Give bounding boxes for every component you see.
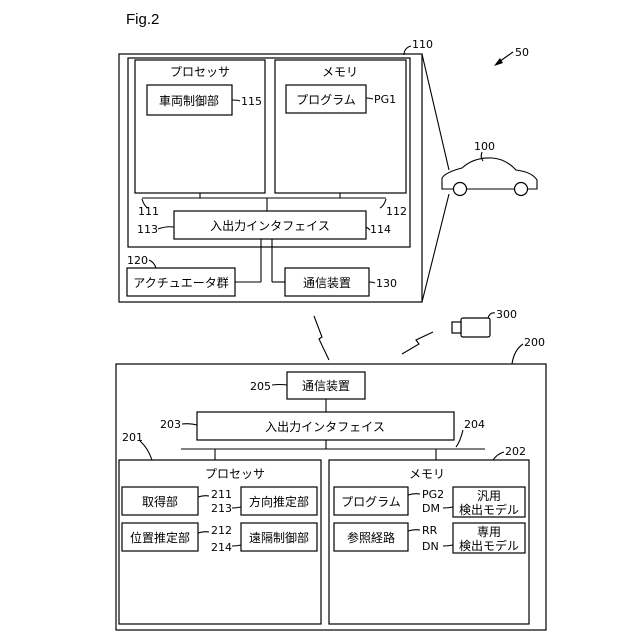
vehicle-comm-ref: 130 [376,277,397,290]
direction-estimator-label: 方向推定部 [249,494,309,509]
lightning-bolt-vehicle-icon [314,316,329,360]
position-estimator-label: 位置推定部 [130,530,190,545]
server-processor-ref: 201 [122,431,143,444]
vehicle-processor-label: プロセッサ [170,65,230,79]
server-program-label: プログラム [341,495,401,509]
direction-estimator-ref: 213 [211,502,232,515]
vehicle-box-ref: 110 [412,38,433,51]
acquisition-unit-ref: 211 [211,488,232,501]
general-model-ref: DM [422,502,440,515]
server-comm-device-label: 通信装置 [302,379,350,393]
system-ref-arrowhead [494,58,503,66]
reference-route-label: 参照経路 [347,530,395,545]
vehicle-io-ref-right: 114 [370,223,391,236]
server-comm-ref-leader [272,385,287,386]
server-program-ref: PG2 [422,488,444,501]
expansion-line-top [422,54,449,170]
server-processor-label: プロセッサ [205,467,265,481]
server-memory-label: メモリ [409,467,445,481]
figure-label: Fig.2 [126,11,159,28]
server-ref: 200 [524,336,545,349]
server-memory-ref: 202 [505,445,526,458]
camera-ref-leader [488,313,495,318]
camera-icon [452,318,490,337]
server-io-interface-label: 入出力インタフェイス [265,420,385,434]
car-ref-leader [481,152,483,161]
acquisition-unit-label: 取得部 [142,494,178,509]
vehicle-io-interface-label: 入出力インタフェイス [210,219,330,233]
dedicated-model-line1: 専用 [477,525,501,539]
general-model-line1: 汎用 [477,489,501,503]
general-model-line2: 検出モデル [459,502,519,517]
server-comm-ref: 205 [250,380,271,393]
camera-ref: 300 [496,308,517,321]
server-ref-leader [512,344,523,364]
vehicle-control-unit-ref: 115 [241,95,262,108]
server-io-ref-right: 204 [464,418,485,431]
actuators-label: アクチュエータ群 [133,276,228,290]
position-estimator-ref: 212 [211,524,232,537]
vehicle-io-ref-left: 113 [137,223,158,236]
vehicle-processor-box [135,60,265,193]
car-ref: 100 [474,140,495,153]
lightning-bolt-camera-icon [402,332,433,354]
system-ref: 50 [515,46,529,59]
vehicle-memory-label: メモリ [322,65,358,79]
server-io-ref-left: 203 [160,418,181,431]
actuators-ref: 120 [127,254,148,267]
reference-route-ref: RR [422,524,438,537]
remote-control-unit-label: 遠隔制御部 [249,530,309,545]
vehicle-bus-ref-right: 112 [386,205,407,218]
vehicle-memory-box [275,60,406,193]
expansion-line-bottom [422,194,449,302]
vehicle-program-ref: PG1 [374,93,396,106]
vehicle-comm-device-label: 通信装置 [303,276,351,290]
car-icon [442,158,537,196]
remote-control-unit-ref: 214 [211,541,232,554]
vehicle-program-label: プログラム [296,93,356,107]
dedicated-model-line2: 検出モデル [459,538,519,553]
vehicle-bus-ref-left: 111 [138,205,159,218]
vehicle-control-unit-label: 車両制御部 [159,93,219,108]
dedicated-model-ref: DN [422,540,439,553]
